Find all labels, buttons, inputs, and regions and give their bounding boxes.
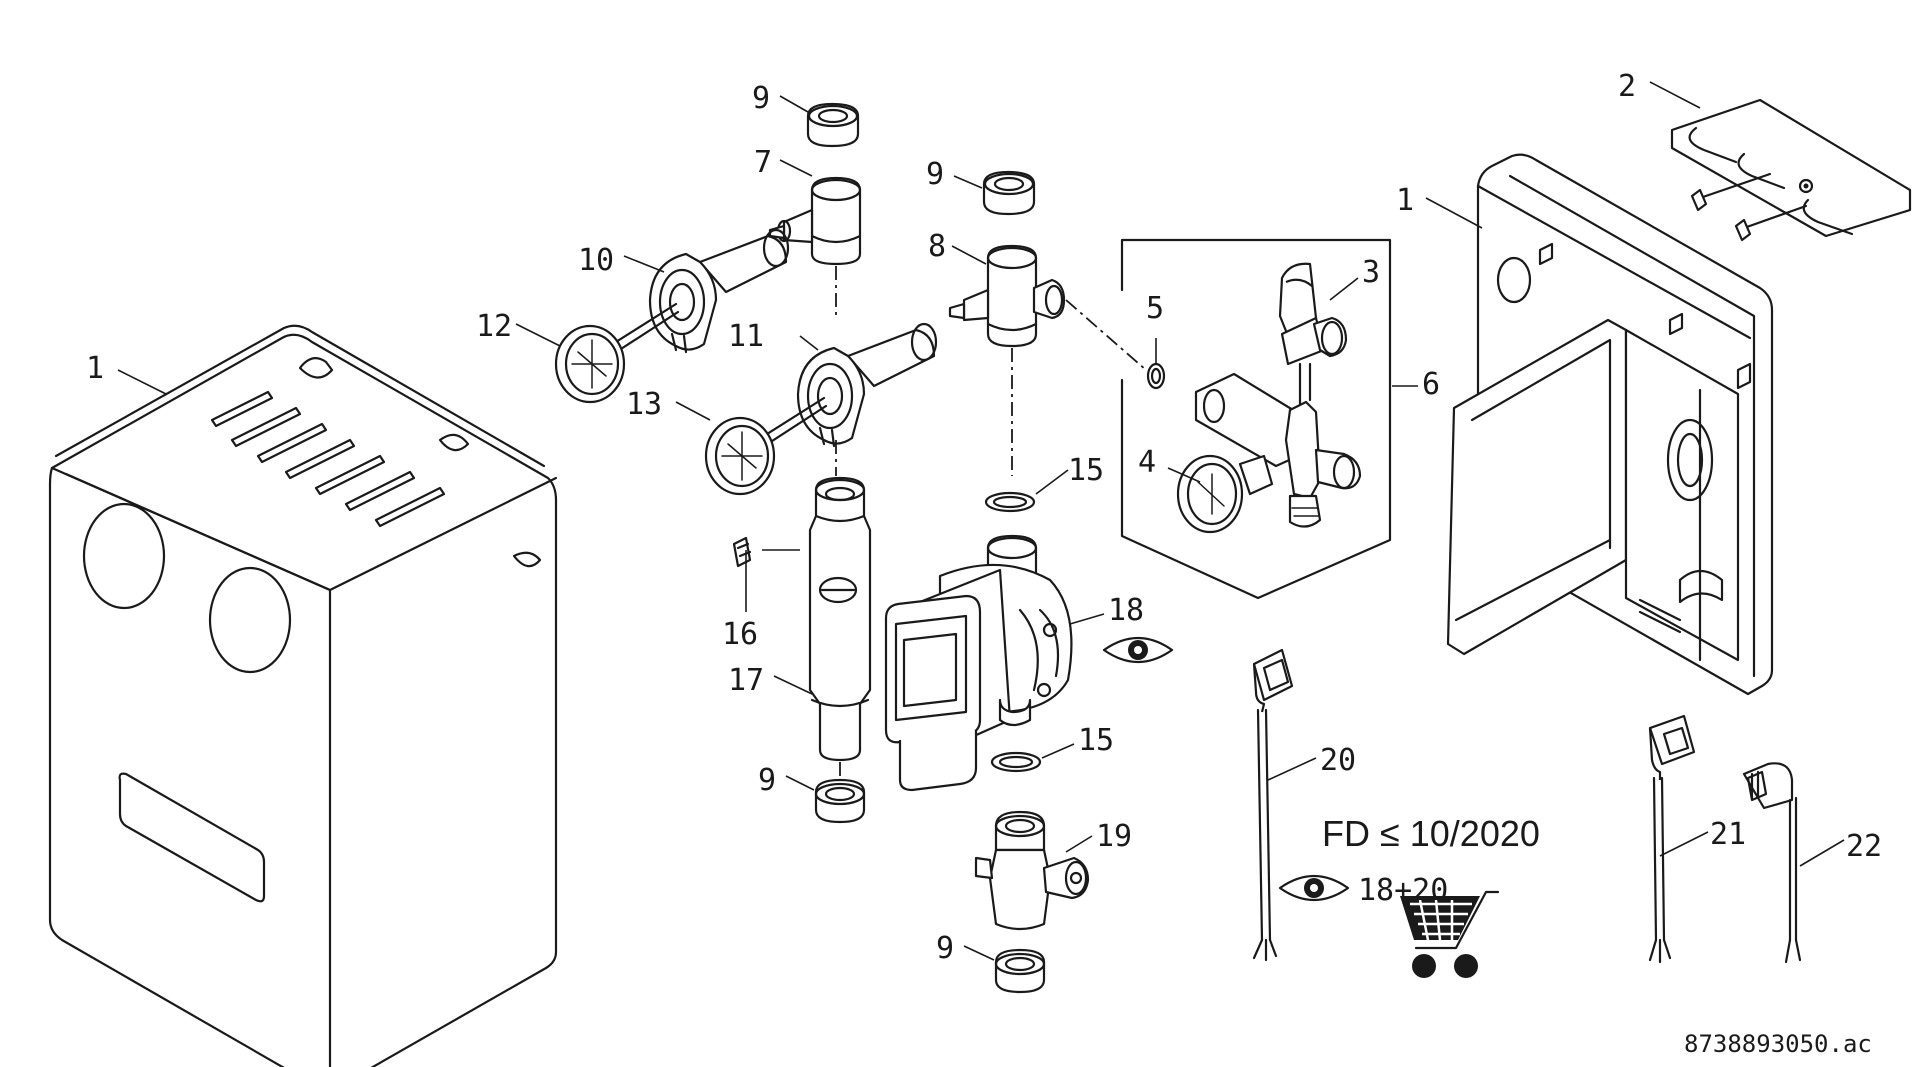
fd-note: FD ≤ 10/2020 xyxy=(1322,813,1540,854)
eye-icon xyxy=(1278,875,1350,901)
thermometer-sleeve-upper xyxy=(648,228,790,354)
callout-9-top-left: 9 xyxy=(752,81,770,116)
nut-top-middle xyxy=(982,170,1036,216)
callout-12: 12 xyxy=(476,309,512,344)
callout-4: 4 xyxy=(1138,445,1156,480)
callout-13: 13 xyxy=(626,387,662,422)
circulation-pump xyxy=(884,534,1073,792)
seal-upper xyxy=(984,491,1036,513)
wall-bracket xyxy=(1670,98,1912,242)
pump-cable xyxy=(1252,648,1294,962)
safety-group xyxy=(1120,238,1392,600)
callout-2: 2 xyxy=(1618,69,1636,104)
vent-slots xyxy=(210,390,446,528)
callout-labels: 1 1 2 3 4 5 6 7 8 9 9 9 9 10 11 12 13 15… xyxy=(86,69,1882,966)
shopping-cart-icon xyxy=(1400,890,1500,978)
nut-bottom-middle xyxy=(994,948,1046,994)
seal-lower xyxy=(990,751,1042,773)
back-plate xyxy=(1446,153,1774,696)
document-id: 8738893050.ac xyxy=(1684,1030,1872,1058)
callout-1-backplate: 1 xyxy=(1396,183,1414,218)
sensor-cable xyxy=(1742,762,1802,964)
callout-3: 3 xyxy=(1362,255,1380,290)
callout-9-bottom-left: 9 xyxy=(758,763,776,798)
callout-11: 11 xyxy=(728,319,764,354)
combo-note: 18+20 xyxy=(1358,873,1448,908)
callout-20: 20 xyxy=(1320,743,1356,778)
vent-plug xyxy=(732,536,752,568)
callout-7: 7 xyxy=(754,145,772,180)
flow-pipe xyxy=(808,476,872,762)
callout-21: 21 xyxy=(1710,817,1746,852)
thermometer-upper xyxy=(554,302,680,404)
callout-16: 16 xyxy=(722,617,758,652)
check-ball-valve xyxy=(974,810,1090,931)
callout-18: 18 xyxy=(1108,593,1144,628)
ball-valve xyxy=(768,176,862,266)
callout-10: 10 xyxy=(578,243,614,278)
callout-5: 5 xyxy=(1146,291,1164,326)
nut-bottom-left xyxy=(814,778,866,824)
callout-19: 19 xyxy=(1096,819,1132,854)
eye-icon xyxy=(1102,637,1174,663)
callout-6: 6 xyxy=(1422,367,1440,402)
callout-9-bottom-middle: 9 xyxy=(936,931,954,966)
front-cover xyxy=(48,324,558,1067)
callout-17: 17 xyxy=(728,663,764,698)
nut-top-left xyxy=(806,102,860,148)
leader-lines xyxy=(117,81,1845,961)
thermometer-sleeve-lower xyxy=(796,322,938,448)
callout-1-cover: 1 xyxy=(86,351,104,386)
callout-15-lower: 15 xyxy=(1078,723,1114,758)
callout-15-upper: 15 xyxy=(1068,453,1104,488)
callout-22: 22 xyxy=(1846,829,1882,864)
callout-9-top-middle: 9 xyxy=(926,157,944,192)
callout-8: 8 xyxy=(928,229,946,264)
thermometer-lower xyxy=(704,396,828,496)
pump-cable-alt xyxy=(1648,714,1696,964)
tee-fitting xyxy=(948,244,1066,348)
